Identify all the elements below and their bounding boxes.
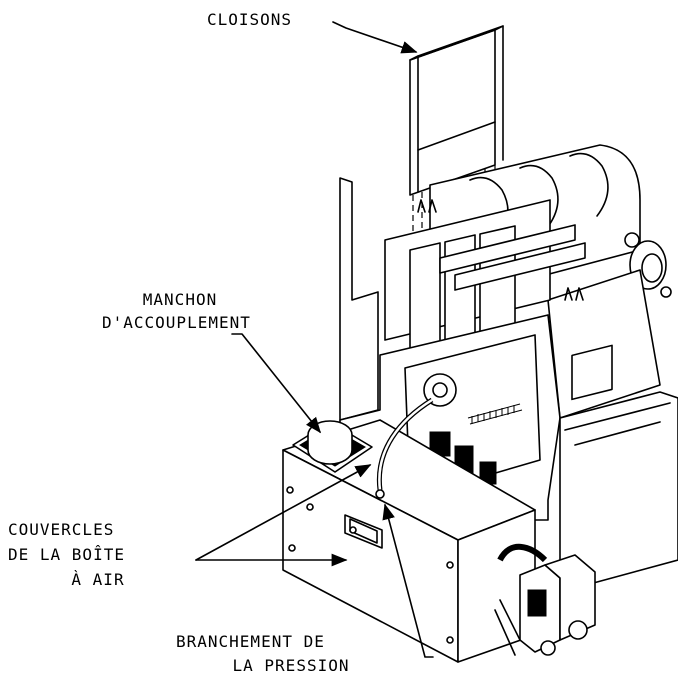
- label-manchon-line2: D'ACCOUPLEMENT: [102, 313, 251, 332]
- label-cloisons: CLOISONS: [207, 10, 293, 29]
- label-couvercles-line3: À AIR: [71, 570, 125, 589]
- baffle-panels: [409, 25, 504, 268]
- right-cabinet: [559, 391, 678, 589]
- gas-valve: [494, 543, 596, 656]
- label-couvercles-line2: DE LA BOÎTE: [8, 545, 125, 564]
- label-manchon-line1: MANCHON: [142, 290, 218, 309]
- leader-lines: [195, 21, 434, 658]
- label-branchement-line1: BRANCHEMENT DE: [176, 632, 325, 651]
- label-branchement-line2: LA PRESSION: [232, 656, 350, 675]
- label-couvercles-line1: COUVERCLES: [8, 520, 115, 539]
- pressure-tube: [375, 397, 434, 499]
